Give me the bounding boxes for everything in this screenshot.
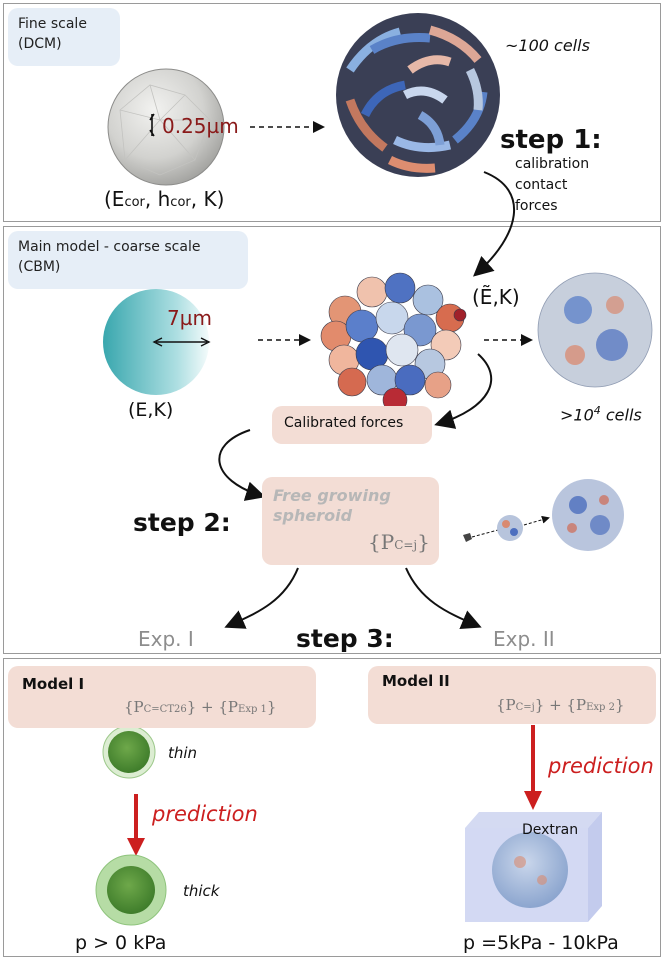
m2-end: } <box>614 696 625 714</box>
curved-arrow-step2 <box>218 429 266 501</box>
fine-cell-sphere <box>107 68 225 186</box>
calibrated-params: (Ẽ,K) <box>472 285 520 309</box>
model1-title: Model I <box>22 675 85 693</box>
free-growing-line2: spheroid <box>273 506 353 525</box>
large-cells-prefix: >10 <box>560 405 594 425</box>
free-growing-box <box>262 477 439 565</box>
fine-params-c: , K) <box>190 187 225 211</box>
fg-param-end: } <box>417 530 430 554</box>
thin-label: thin <box>168 744 198 762</box>
main-model-subtitle: (CBM) <box>18 259 61 275</box>
large-spheroid <box>537 272 653 388</box>
fine-params-b: , h <box>144 187 171 211</box>
thick-label: thick <box>183 882 220 900</box>
large-cells-suffix: cells <box>600 405 642 425</box>
coarse-measure-label: 7µm <box>167 306 212 330</box>
arrow-exp1 <box>224 567 299 629</box>
fine-cells-label: ~100 cells <box>505 36 590 55</box>
step1-line1: calibration <box>515 156 590 172</box>
m2-b-sub: Exp 2 <box>586 702 615 713</box>
m2-plus: } + {P <box>534 696 587 714</box>
exp1-label: Exp. I <box>138 627 194 651</box>
fine-scale-tag: Fine scale (DCM) <box>8 8 120 66</box>
fine-scale-subtitle: (DCM) <box>18 36 62 52</box>
curved-arrow-calibrated <box>434 353 493 429</box>
fg-param-sub: C=j <box>394 538 418 552</box>
model1-formula: {PC=CT26} + {PExp 1} <box>124 698 276 716</box>
fine-scale-title: Fine scale <box>18 16 87 32</box>
arrow-exp2 <box>405 567 482 629</box>
free-growing-line1: Free growing <box>273 486 391 505</box>
model2-prediction: prediction <box>548 754 654 778</box>
m1-a-sub: C=CT26 <box>143 704 187 715</box>
model1-prediction: prediction <box>152 802 258 826</box>
model2-formula: {PC=j} + {PExp 2} <box>496 696 625 714</box>
fg-param-a: {P <box>368 530 395 554</box>
dextran-cube <box>465 812 602 922</box>
coarse-cell <box>103 289 211 395</box>
m1-b-sub: Exp 1 <box>238 704 267 715</box>
step3-title: step 3: <box>296 624 394 653</box>
model2-title: Model II <box>382 672 450 690</box>
m1-end: } <box>266 698 277 716</box>
m1-plus: } + {P <box>186 698 239 716</box>
fine-params-sub1: cor <box>124 195 145 210</box>
step2-title: step 2: <box>133 508 231 537</box>
main-model-tag: Main model - coarse scale (CBM) <box>8 231 248 289</box>
m2-a-sub: C=j <box>515 702 535 713</box>
main-model-title: Main model - coarse scale <box>18 239 201 255</box>
coarse-params: (E,K) <box>128 399 174 421</box>
fine-measure-label: 0.25µm <box>162 114 239 138</box>
growth-illustration <box>463 479 624 551</box>
coarse-aggregate <box>320 272 467 413</box>
large-cells-label: >104 cells <box>560 404 642 424</box>
fine-aggregate <box>336 13 500 177</box>
calibrated-forces-label: Calibrated forces <box>284 415 404 431</box>
model1-pressure: p > 0 kPa <box>75 932 167 954</box>
exp2-label: Exp. II <box>493 627 555 651</box>
curved-arrow-step1 <box>473 171 516 277</box>
model2-box <box>368 666 656 724</box>
fine-params-sub2: cor <box>170 195 191 210</box>
step1-line2: contact <box>515 177 568 193</box>
fine-params-a: (E <box>104 187 125 211</box>
m2-a: {P <box>496 696 516 714</box>
m1-a: {P <box>124 698 144 716</box>
step1-line3: forces <box>515 198 558 214</box>
large-cells-exp: 4 <box>593 404 601 417</box>
thick-spheroid <box>95 854 167 926</box>
thin-spheroid <box>102 725 156 779</box>
step1-title: step 1: <box>500 125 602 155</box>
model1-box <box>8 666 316 728</box>
dextran-label: Dextran <box>522 822 579 838</box>
fine-params: (Ecor, hcor, K) <box>104 187 224 211</box>
calibrated-forces-box <box>272 406 432 444</box>
free-growing-param: {PC=j} <box>368 530 430 554</box>
model2-pressure: p =5kPa - 10kPa <box>463 932 619 954</box>
